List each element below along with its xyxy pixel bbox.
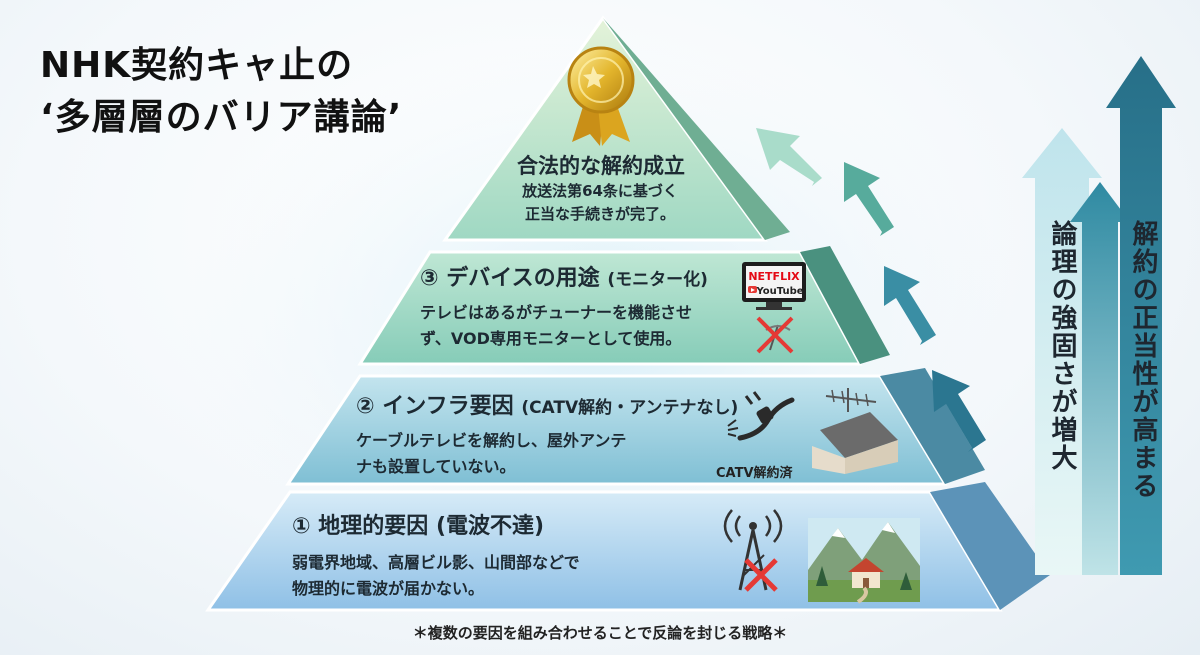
strategy-footnote: ＊複数の要因を組み合わせることで反論を封じる戦略＊ bbox=[412, 624, 788, 642]
tier2-heading: ② インフラ要因 (CATV解約・アンテナなし) bbox=[356, 388, 738, 420]
tier2-text: ② インフラ要因 (CATV解約・アンテナなし) ケーブルテレビを解約し、屋外ア… bbox=[356, 388, 738, 480]
unplugged-cable-icon bbox=[727, 391, 795, 441]
vertical-arrow-dark bbox=[1106, 56, 1176, 575]
gold-medal-icon bbox=[567, 46, 635, 146]
tier3-heading-note: (モニター化) bbox=[607, 270, 708, 290]
logic-strength-label: 論理の強固さが増大 bbox=[1047, 220, 1077, 472]
tier2-side bbox=[880, 368, 985, 484]
tier1-text: ① 地理的要因 (電波不達) 弱電界地域、高層ビル影、山間部などで 物理的に電波… bbox=[292, 508, 580, 602]
netflix-label: NETFLIX bbox=[748, 270, 800, 283]
tier3-heading: ③ デバイスの用途 (モニター化) bbox=[420, 260, 708, 292]
house-antenna-icon bbox=[812, 388, 898, 474]
youtube-label: YouTube bbox=[755, 286, 803, 297]
legitimacy-label: 解約の正当性が高まる bbox=[1128, 220, 1158, 500]
top-tier-body-line1: 放送法第64条に基づく bbox=[522, 182, 678, 200]
tier2-heading-main: ② インフラ要因 bbox=[356, 394, 514, 419]
step-arrow-1 bbox=[932, 370, 986, 452]
top-tier-text: 合法的な解約成立 放送法第64条に基づく 正当な手続きが完了。 bbox=[0, 150, 1200, 226]
page-title-line1: NHK契約キャ止の bbox=[40, 45, 354, 86]
tier2-body-line2: ナも設置していない。 bbox=[356, 457, 516, 476]
tier3-text: ③ デバイスの用途 (モニター化) テレビはあるがチューナーを機能させ ず、VO… bbox=[420, 260, 708, 352]
step-arrow-4 bbox=[756, 128, 822, 186]
tier3-heading-main: ③ デバイスの用途 bbox=[420, 266, 600, 291]
tier2-body-line1: ケーブルテレビを解約し、屋外アンテ bbox=[356, 431, 627, 450]
tier1-body-line1: 弱電界地域、高層ビル影、山間部などで bbox=[292, 553, 580, 572]
tier1-heading: ① 地理的要因 (電波不達) bbox=[292, 514, 545, 539]
signal-tower-x-icon bbox=[723, 509, 783, 592]
tier1-body-line2: 物理的に電波が届かない。 bbox=[292, 579, 485, 598]
mountain-house-icon bbox=[808, 518, 920, 604]
no-antenna-icon bbox=[756, 316, 794, 354]
tier3-side bbox=[800, 246, 890, 364]
step-arrow-2 bbox=[884, 266, 936, 345]
netflix-youtube-tv-icon bbox=[742, 262, 806, 310]
top-tier-side bbox=[603, 18, 790, 240]
tier2-heading-note: (CATV解約・アンテナなし) bbox=[521, 398, 739, 418]
tier3-body-line1: テレビはあるがチューナーを機能させ bbox=[420, 303, 693, 322]
top-tier-body-line2: 正当な手続きが完了。 bbox=[524, 205, 675, 223]
top-tier-heading: 合法的な解約成立 bbox=[517, 154, 685, 178]
step-arrow-3 bbox=[844, 162, 894, 236]
tier1-side bbox=[930, 482, 1050, 610]
catv-cancelled-caption: CATV解約済 bbox=[716, 466, 793, 481]
page-title-line2: ‘多層層のバリア講論’ bbox=[40, 97, 403, 138]
vertical-arrow-mid bbox=[1070, 182, 1130, 575]
tier3-body-line2: ず、VOD専用モニターとして使用。 bbox=[420, 329, 682, 348]
